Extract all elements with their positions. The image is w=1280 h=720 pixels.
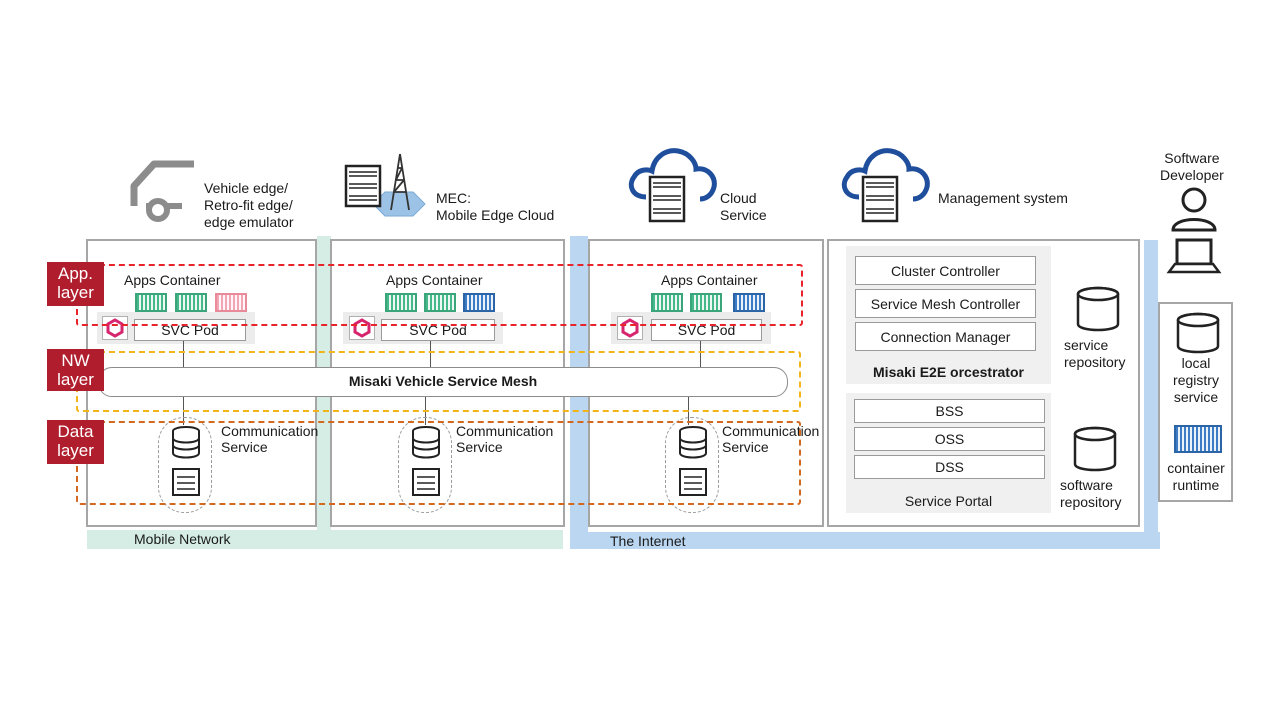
vehicle-container-2-icon bbox=[175, 293, 207, 312]
cloud-comm-label-line-2: Service bbox=[722, 439, 769, 455]
mec-comm-label-line-1: Communication bbox=[456, 423, 554, 439]
developer-title: Software Developer bbox=[1160, 150, 1224, 184]
mec-container-3-icon bbox=[463, 293, 495, 312]
local-registry-line-1: local bbox=[1181, 355, 1211, 371]
data-layer-tag: Data layer bbox=[47, 420, 104, 464]
mec-container-1-icon bbox=[385, 293, 417, 312]
internet-band-right bbox=[1144, 240, 1158, 536]
container-runtime-line-1: container bbox=[1167, 460, 1225, 476]
mec-server-tower-icon bbox=[344, 153, 426, 217]
cloud-comm-service-oval bbox=[665, 417, 719, 513]
mec-title-line-2: Mobile Edge Cloud bbox=[436, 207, 555, 223]
software-repository-database-icon bbox=[1073, 426, 1117, 472]
management-title: Management system bbox=[938, 190, 1068, 206]
cloud-pod-connector bbox=[700, 341, 701, 368]
nw-layer-tag-line-2: layer bbox=[57, 370, 94, 389]
container-runtime-line-2: runtime bbox=[1172, 477, 1220, 493]
vehicle-title-line-1: Vehicle edge/ bbox=[204, 180, 289, 196]
cloud-title-line-2: Service bbox=[720, 207, 767, 223]
mec-comm-service-oval bbox=[398, 417, 452, 513]
cloud-title-line-1: Cloud bbox=[720, 190, 757, 206]
service-repository-line-2: repository bbox=[1064, 354, 1126, 370]
app-layer-tag-line-1: App. bbox=[58, 264, 93, 283]
mec-title-line-1: MEC: bbox=[436, 190, 471, 206]
local-registry-line-3: service bbox=[1173, 389, 1219, 405]
vehicle-comm-label-line-2: Service bbox=[221, 439, 268, 455]
management-cloud-server-icon bbox=[841, 148, 930, 223]
service-mesh-controller-box: Service Mesh Controller bbox=[855, 289, 1036, 318]
cloud-container-3-icon bbox=[733, 293, 765, 312]
vehicle-service-mesh: Misaki Vehicle Service Mesh bbox=[98, 367, 788, 397]
cloud-comm-label-line-1: Communication bbox=[722, 423, 820, 439]
developer-person-laptop-icon bbox=[1166, 187, 1222, 274]
vehicle-container-1-icon bbox=[135, 293, 167, 312]
management-column bbox=[827, 239, 1140, 527]
developer-local-column bbox=[1158, 302, 1233, 502]
service-repository-database-icon bbox=[1076, 286, 1120, 332]
software-repository-label: software repository bbox=[1060, 477, 1121, 511]
mec-comm-label-line-2: Service bbox=[456, 439, 503, 455]
service-repository-line-1: service bbox=[1064, 337, 1109, 353]
mec-container-2-icon bbox=[424, 293, 456, 312]
developer-title-line-2: Developer bbox=[1160, 167, 1224, 183]
cloud-container-2-icon bbox=[690, 293, 722, 312]
data-layer-tag-line-2: layer bbox=[57, 441, 94, 460]
vehicle-comm-label-line-1: Communication bbox=[221, 423, 319, 439]
mec-apps-container-label: Apps Container bbox=[386, 272, 483, 288]
local-registry-database-icon bbox=[1176, 312, 1220, 354]
internet-label: The Internet bbox=[610, 533, 686, 549]
nw-layer-outline bbox=[76, 351, 801, 412]
dss-box: DSS bbox=[854, 455, 1045, 479]
cloud-server-icon bbox=[628, 148, 717, 223]
mobile-network-band bbox=[87, 530, 563, 549]
mobile-network-label: Mobile Network bbox=[134, 531, 231, 547]
vehicle-title: Vehicle edge/ Retro-fit edge/ edge emula… bbox=[204, 180, 294, 231]
mec-pod-connector bbox=[430, 341, 431, 368]
cloud-container-1-icon bbox=[651, 293, 683, 312]
mec-comm-database-icon bbox=[412, 426, 440, 496]
vehicle-title-line-2: Retro-fit edge/ bbox=[204, 197, 293, 213]
app-layer-outline bbox=[76, 264, 803, 326]
cloud-title: Cloud Service bbox=[720, 190, 767, 224]
data-layer-outline bbox=[76, 421, 801, 505]
service-repository-label: service repository bbox=[1064, 337, 1125, 371]
app-layer-tag: App. layer bbox=[47, 262, 104, 306]
cloud-comm-service-label: Communication Service bbox=[722, 423, 819, 455]
cluster-controller-box: Cluster Controller bbox=[855, 256, 1036, 285]
mec-comm-service-label: Communication Service bbox=[456, 423, 553, 455]
cloud-apps-container-label: Apps Container bbox=[661, 272, 758, 288]
vehicle-icon bbox=[130, 160, 194, 222]
app-layer-tag-line-2: layer bbox=[57, 283, 94, 302]
software-repository-line-1: software bbox=[1060, 477, 1113, 493]
oss-box: OSS bbox=[854, 427, 1045, 451]
nw-layer-tag-line-1: NW bbox=[61, 351, 90, 370]
data-layer-tag-line-1: Data bbox=[57, 422, 94, 441]
connection-manager-box: Connection Manager bbox=[855, 322, 1036, 351]
mec-title: MEC: Mobile Edge Cloud bbox=[436, 190, 554, 224]
vehicle-comm-service-oval bbox=[158, 417, 212, 513]
orchestrator-title: Misaki E2E orcestrator bbox=[873, 364, 1024, 380]
service-portal-title: Service Portal bbox=[904, 493, 993, 509]
software-repository-line-2: repository bbox=[1060, 494, 1122, 510]
vehicle-comm-service-label: Communication Service bbox=[221, 423, 318, 455]
local-registry-line-2: registry bbox=[1173, 372, 1219, 388]
cloud-comm-database-icon bbox=[679, 426, 707, 496]
container-runtime-label: container runtime bbox=[1160, 460, 1232, 494]
vehicle-pod-connector bbox=[183, 341, 184, 368]
vehicle-container-3-icon bbox=[215, 293, 247, 312]
internet-band bbox=[570, 532, 1160, 549]
container-runtime-icon bbox=[1174, 425, 1222, 453]
developer-title-line-1: Software bbox=[1164, 150, 1220, 166]
vehicle-comm-database-icon bbox=[172, 426, 200, 496]
vehicle-title-line-3: edge emulator bbox=[204, 214, 294, 230]
vehicle-apps-container-label: Apps Container bbox=[124, 272, 221, 288]
local-registry-label: local registry service bbox=[1160, 355, 1232, 406]
bss-box: BSS bbox=[854, 399, 1045, 423]
nw-layer-tag: NW layer bbox=[47, 349, 104, 391]
